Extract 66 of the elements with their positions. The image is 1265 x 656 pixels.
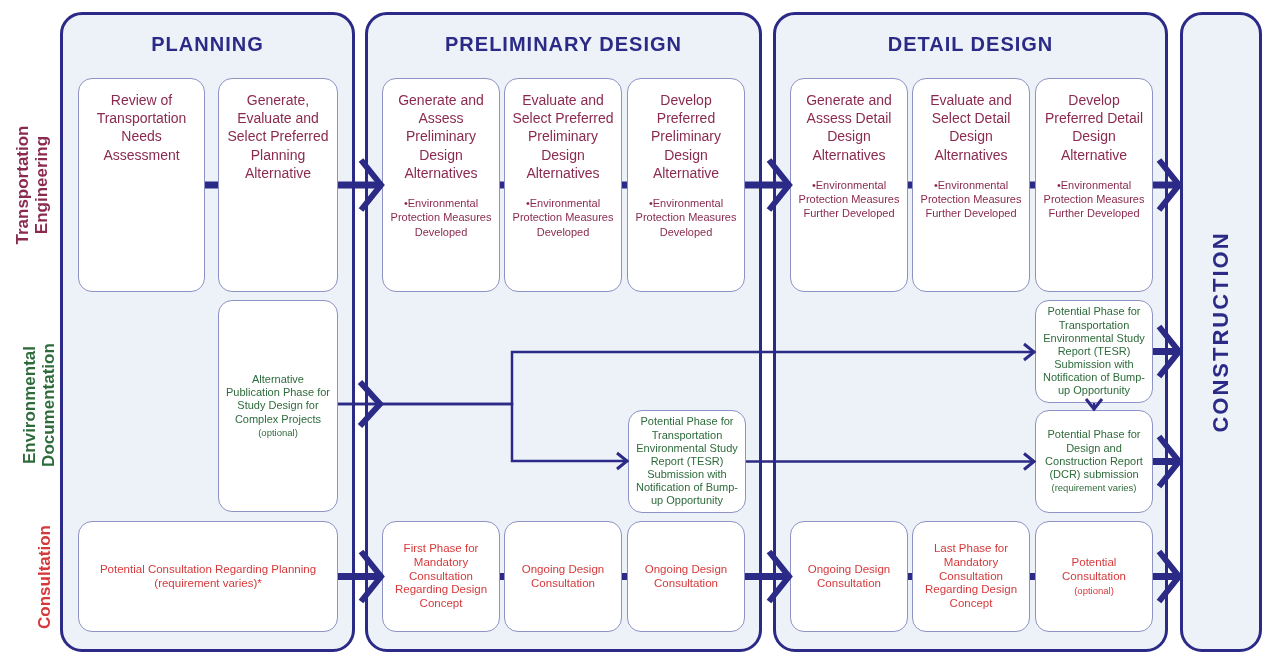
step-text: Generate and Assess Detail Design Alternatives [805, 91, 893, 164]
connector-arrow [338, 157, 384, 213]
step-text: Ongoing Design Consultation [520, 562, 606, 591]
process-box [1035, 521, 1153, 632]
step-note: •Environmental Protection Measures Further Developed [919, 177, 1023, 221]
phase-panel [1180, 12, 1262, 652]
connector-arrow [1153, 323, 1182, 380]
row-label: Transportation Engineering [14, 124, 52, 247]
connector-arrow [1084, 397, 1104, 411]
step-text: Last Phase for Mandatory Consultation Regarding Design Concept [923, 542, 1019, 611]
process-box [504, 521, 622, 632]
connector-arrow [338, 402, 629, 471]
process-box [1035, 410, 1153, 513]
step-text: Alternative Publication Phase for Study Design for Complex Projects [225, 372, 331, 426]
step-note: •Environmental Protection Measures Developed [634, 195, 738, 239]
step-text: Potential Consultation [1061, 556, 1127, 584]
phase-title: DETAIL DESIGN [886, 33, 1055, 56]
process-box [504, 78, 622, 292]
process-box [78, 521, 338, 632]
process-box [912, 521, 1030, 632]
process-box [912, 78, 1030, 292]
phase-title: PLANNING [150, 33, 265, 56]
step-note: (optional) [1074, 584, 1114, 597]
phase-title: PRELIMINARY DESIGN [444, 33, 683, 56]
phase-title: CONSTRUCTION [1208, 231, 1234, 433]
process-box [790, 78, 908, 292]
row-label: Consultation [35, 524, 55, 631]
step-text: Potential Phase for Transportation Environmental Study Report (TESR) Submission with Notification of Bump-up Opportunity [634, 415, 740, 508]
connector-arrow [746, 452, 1036, 471]
step-note: (requirement varies) [1051, 482, 1137, 495]
step-text: Potential Phase for Design and Construction Report (DCR) submission [1044, 428, 1144, 482]
process-box [627, 78, 745, 292]
step-note: •Environmental Protection Measures Developed [511, 195, 615, 239]
process-box [628, 410, 746, 513]
connector-arrow [1153, 157, 1182, 213]
process-box [1035, 78, 1153, 292]
step-note: •Environmental Protection Measures Developed [389, 195, 493, 239]
step-text: Develop Preferred Preliminary Design Alternative [650, 91, 722, 182]
process-box [382, 78, 500, 292]
phase-panel [365, 12, 762, 652]
step-text: Potential Consultation Regarding Planning (requirement varies)* [98, 562, 318, 591]
step-text: Ongoing Design Consultation [643, 562, 729, 591]
step-note: •Environmental Protection Measures Further Developed [1042, 177, 1146, 221]
step-text: Review of Transportation Needs Assessment [95, 91, 188, 164]
step-text: Potential Phase for Transportation Environmental Study Report (TESR) Submission with Notification of Bump-up Opportunity [1041, 305, 1147, 398]
phase-panel [773, 12, 1168, 652]
step-text: Ongoing Design Consultation [806, 562, 892, 591]
step-note: •Environmental Protection Measures Further Developed [797, 177, 901, 221]
step-note: (optional) [258, 426, 298, 440]
step-text: Develop Preferred Detail Design Alternative [1043, 91, 1144, 164]
process-box [218, 78, 338, 292]
step-text: Evaluate and Select Detail Design Alternatives [929, 91, 1013, 164]
step-text: Generate and Assess Preliminary Design Alternatives [397, 91, 485, 182]
process-box [218, 300, 338, 512]
process-box [1035, 300, 1153, 403]
process-box [627, 521, 745, 632]
step-text: Evaluate and Select Preferred Preliminary Design Alternatives [511, 91, 615, 182]
row-label: Environmental Documentation [21, 342, 59, 469]
step-text: First Phase for Mandatory Consultation Regarding Design Concept [393, 542, 489, 611]
process-box [790, 521, 908, 632]
phase-panel [60, 12, 355, 652]
process-box [382, 521, 500, 632]
process-box [78, 78, 205, 292]
step-text: Generate, Evaluate and Select Preferred Planning Alternative [226, 91, 330, 182]
connector-arrow [1153, 548, 1182, 605]
connector-arrow [1153, 433, 1182, 490]
